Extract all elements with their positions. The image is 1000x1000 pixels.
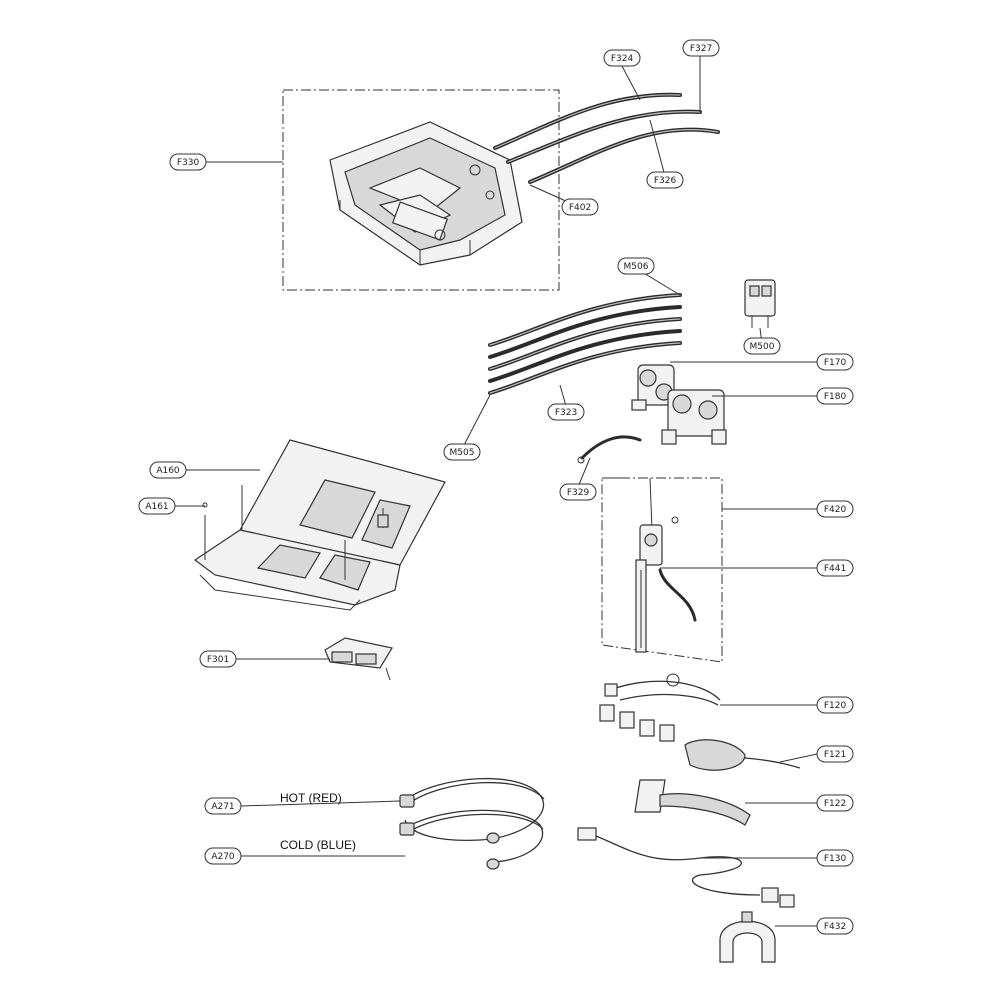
callout-label: F121 xyxy=(824,750,846,760)
callout-m506: M506 xyxy=(617,257,655,275)
siphon-cap-f301 xyxy=(324,637,393,681)
callout-f180: F180 xyxy=(816,387,854,405)
callout-f402: F402 xyxy=(561,198,599,216)
callout-a160: A160 xyxy=(149,461,187,479)
callout-f170: F170 xyxy=(816,353,854,371)
callout-label: F324 xyxy=(611,54,634,64)
callout-label: A161 xyxy=(145,502,168,512)
leader-lines xyxy=(175,55,818,927)
callout-label: F327 xyxy=(690,44,712,54)
callout-label: A271 xyxy=(211,802,234,812)
callout-a161: A161 xyxy=(138,497,176,515)
pressure-switch-group xyxy=(601,477,723,663)
callout-f432: F432 xyxy=(816,917,854,935)
callout-f330: F330 xyxy=(169,153,207,171)
dispenser-hoses xyxy=(493,92,720,184)
callout-label: A160 xyxy=(156,466,180,476)
callout-label: M500 xyxy=(750,342,775,352)
callout-f130: F130 xyxy=(816,849,854,867)
callout-label: F432 xyxy=(824,922,846,932)
detergent-drawer xyxy=(193,439,446,611)
callout-label: F170 xyxy=(824,358,847,368)
callout-f121: F121 xyxy=(816,745,854,763)
callout-f326: F326 xyxy=(646,171,684,189)
callout-f323: F323 xyxy=(547,403,585,421)
callout-label: F122 xyxy=(824,799,846,809)
part-f121 xyxy=(684,739,801,771)
callout-f120: F120 xyxy=(816,696,854,714)
wire-f130 xyxy=(577,827,795,908)
callout-label: F420 xyxy=(824,505,847,515)
callout-label: F180 xyxy=(824,392,847,402)
callout-label: A270 xyxy=(211,852,235,862)
small-hose-f329 xyxy=(577,435,642,464)
callout-m505: M505 xyxy=(443,443,481,461)
part-f122 xyxy=(634,779,751,826)
hot-hose-caption: HOT (RED) xyxy=(280,791,342,805)
dispenser-housing-group xyxy=(282,89,560,291)
callout-label: F326 xyxy=(654,176,677,186)
callout-m500: M500 xyxy=(743,337,781,355)
callout-f327: F327 xyxy=(682,39,720,57)
water-valves xyxy=(631,364,727,445)
callout-label: F323 xyxy=(555,408,577,418)
callout-f441: F441 xyxy=(816,559,854,577)
wire-harness-f120 xyxy=(599,673,721,742)
callout-label: M506 xyxy=(624,262,649,272)
callout-a270: A270 xyxy=(204,847,242,865)
callout-label: F330 xyxy=(177,158,200,168)
callout-label: M505 xyxy=(450,448,475,458)
fill-hoses xyxy=(399,777,545,870)
cold-hose-caption: COLD (BLUE) xyxy=(280,838,356,852)
callout-f324: F324 xyxy=(603,49,641,67)
callout-a271: A271 xyxy=(204,797,242,815)
callout-f301: F301 xyxy=(199,650,237,668)
callout-label: F301 xyxy=(207,655,229,665)
callout-label: F441 xyxy=(824,564,846,574)
callout-label: F120 xyxy=(824,701,847,711)
callout-f122: F122 xyxy=(816,794,854,812)
callout-f329: F329 xyxy=(559,483,597,501)
callout-label: F329 xyxy=(567,488,590,498)
callout-label: F402 xyxy=(569,203,591,213)
inlet-hose-bundle xyxy=(488,293,682,395)
callout-label: F130 xyxy=(824,854,847,864)
callout-f420: F420 xyxy=(816,500,854,518)
clamp-f432 xyxy=(719,911,776,963)
connector-m500 xyxy=(744,279,776,328)
